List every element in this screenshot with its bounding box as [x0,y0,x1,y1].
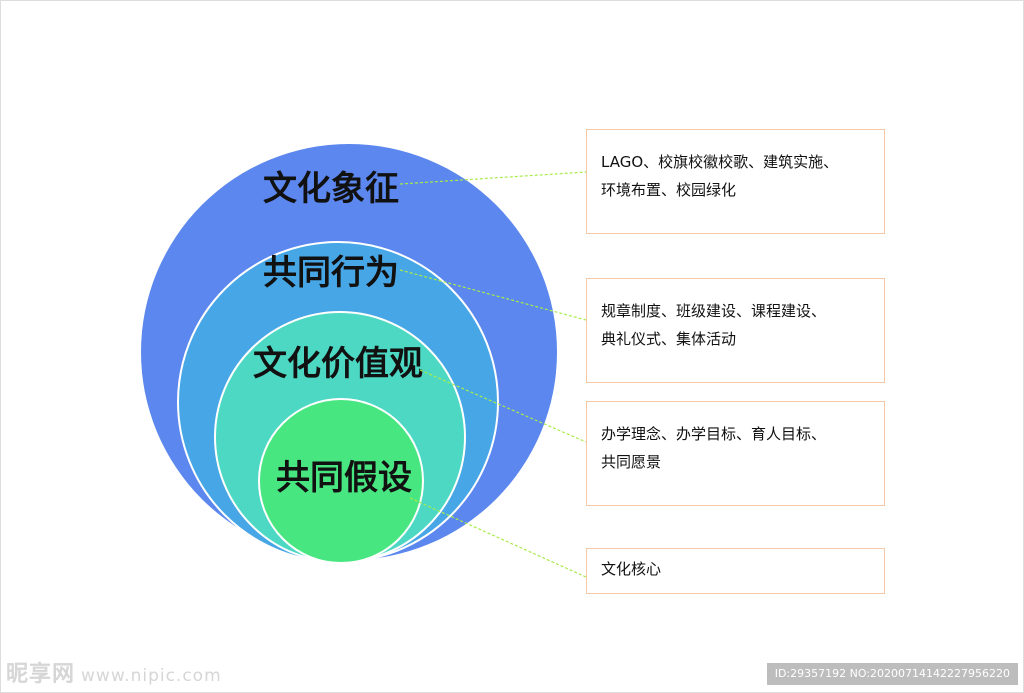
description-line: 文化核心 [601,560,662,578]
connector-line-symbols [399,171,587,185]
watermark-id: ID:29357192 NO:20200714142227956220 [766,663,1018,685]
ring-shared-assumptions [258,398,424,564]
connector-line-behaviors [399,269,587,321]
description-line: 办学理念、办学目标、育人目标、 [601,425,827,443]
description-line: 规章制度、班级建设、课程建设、 [601,302,827,320]
description-box-behaviors: 规章制度、班级建设、课程建设、 典礼仪式、集体活动 [586,278,885,383]
ring-label-cultural-values: 文化价值观 [253,344,423,384]
description-line: LAGO、校旗校徽校歌、建筑实施、 [601,153,839,171]
ring-label-cultural-symbols: 文化象征 [263,169,399,209]
description-line: 共同愿景 [601,453,662,471]
description-box-values: 办学理念、办学目标、育人目标、 共同愿景 [586,401,885,506]
watermark-url: www.nipic.com [81,666,222,686]
description-box-core: 文化核心 [586,548,885,594]
watermark-brand-name: 昵享网 [6,662,76,687]
description-line: 环境布置、校园绿化 [601,181,737,199]
connector-line-values [419,369,587,443]
ring-label-shared-assumptions: 共同假设 [276,458,412,498]
connector-line-assumptions [409,497,587,578]
description-box-symbols: LAGO、校旗校徽校歌、建筑实施、 环境布置、校园绿化 [586,129,885,234]
ring-label-shared-behaviors: 共同行为 [263,253,399,293]
description-line: 典礼仪式、集体活动 [601,330,737,348]
